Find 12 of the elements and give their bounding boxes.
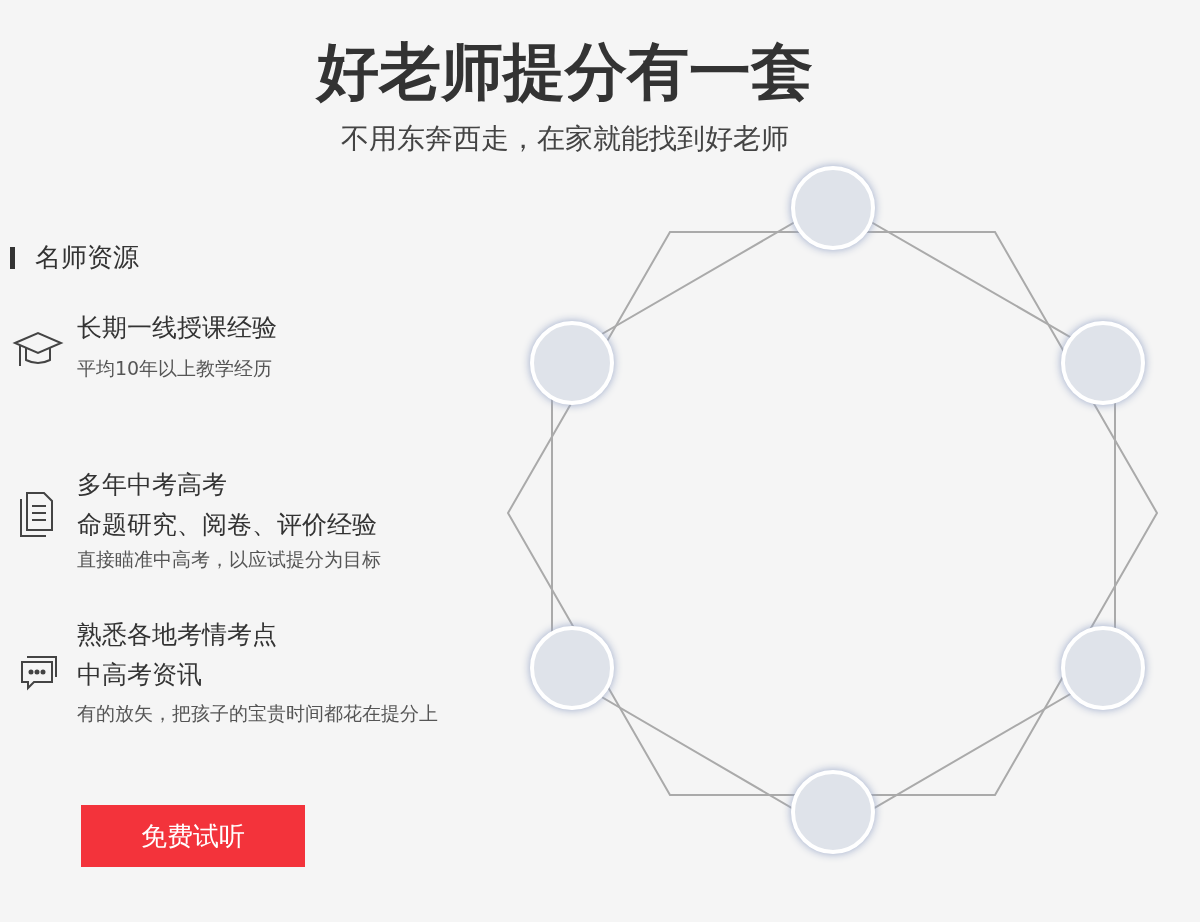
section-heading: 名师资源 [35,242,139,274]
free-trial-button: 免费试听 [81,805,305,867]
feature-description: 平均10年以上教学经历 [77,357,273,380]
feature-description: 有的放矢，把孩子的宝贵时间都花在提分上 [77,702,438,725]
feature-heading: 中高考资讯 [77,660,202,690]
feature-heading: 命题研究、阅卷、评价经验 [77,510,377,540]
feature-heading: 熟悉各地考情考点 [77,620,277,650]
feature-heading: 长期一线授课经验 [77,313,277,343]
page-title: 好老师提分有一套 [314,35,814,110]
feature-heading: 多年中考高考 [77,470,227,500]
feature-description: 直接瞄准中高考，以应试提分为目标 [77,548,381,571]
subtitle: 不用东奔西走，在家就能找到好老师 [340,122,790,156]
